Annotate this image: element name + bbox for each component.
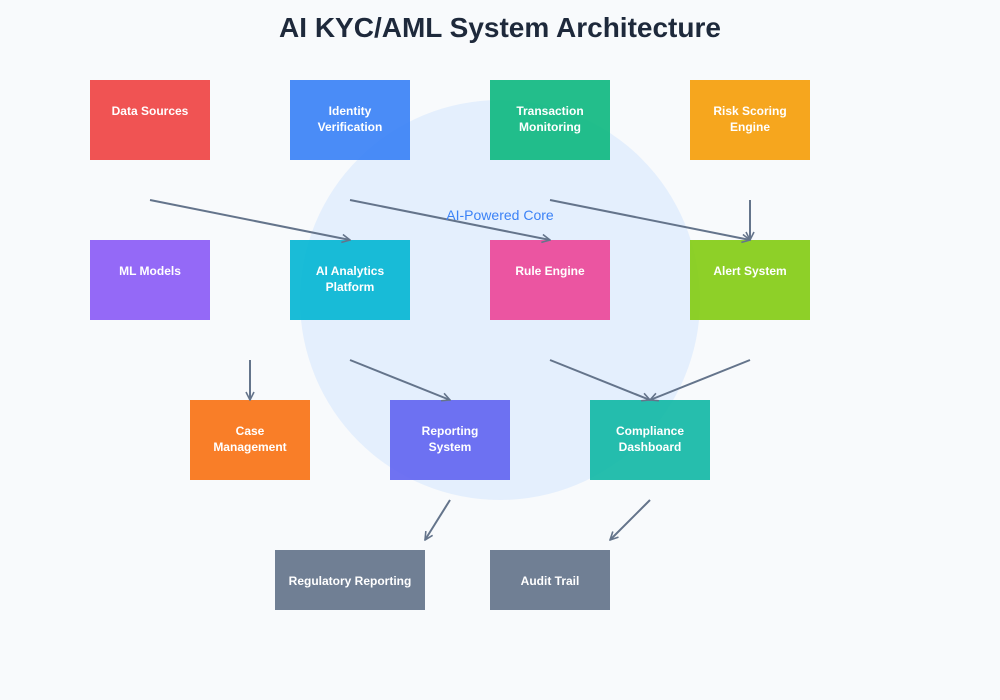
node-box[interactable] <box>90 240 210 320</box>
node-label: Engine <box>730 120 770 134</box>
node-label: Platform <box>326 280 375 294</box>
node-label: AI Analytics <box>316 264 385 278</box>
node-label: Identity <box>329 104 372 118</box>
node-alert-system[interactable]: Alert System <box>690 240 810 320</box>
node-label: System <box>429 440 472 454</box>
node-box[interactable] <box>190 400 310 480</box>
node-box[interactable] <box>490 550 610 610</box>
edges-layer <box>149 199 751 540</box>
node-label: Risk Scoring <box>713 104 786 118</box>
node-box[interactable] <box>90 80 210 160</box>
node-box[interactable] <box>690 80 810 160</box>
node-box[interactable] <box>290 80 410 160</box>
node-rule-engine[interactable]: Rule Engine <box>490 240 610 320</box>
node-box[interactable] <box>690 240 810 320</box>
node-label: Regulatory Reporting <box>289 574 412 588</box>
node-label: Case <box>236 424 265 438</box>
diagram-title: AI KYC/AML System Architecture <box>279 12 721 43</box>
node-label: ML Models <box>119 264 181 278</box>
node-label: Dashboard <box>619 440 682 454</box>
node-label: Reporting <box>422 424 479 438</box>
node-label: Transaction <box>516 104 583 118</box>
node-label: Audit Trail <box>521 574 580 588</box>
node-box[interactable] <box>490 80 610 160</box>
node-label: Monitoring <box>519 120 581 134</box>
node-box[interactable] <box>490 240 610 320</box>
ai-core-label: AI-Powered Core <box>446 207 554 223</box>
node-label: Alert System <box>713 264 786 278</box>
node-ml-models[interactable]: ML Models <box>90 240 210 320</box>
node-label: Compliance <box>616 424 684 438</box>
node-label: Data Sources <box>112 104 189 118</box>
node-regulatory-reporting[interactable]: Regulatory Reporting <box>275 550 425 610</box>
node-label: Management <box>213 440 286 454</box>
edge-rule-engine-to-compliance-dashboard <box>549 359 650 400</box>
node-label: Rule Engine <box>515 264 585 278</box>
node-data-sources[interactable]: Data Sources <box>90 80 210 160</box>
edge-transaction-monitoring-to-alert-system <box>549 199 750 240</box>
edge-ai-analytics-platform-to-reporting-system <box>349 359 450 400</box>
edge-data-sources-to-ai-analytics-platform <box>149 199 350 240</box>
node-box[interactable] <box>590 400 710 480</box>
edge-compliance-dashboard-to-audit-trail <box>610 499 651 540</box>
edge-alert-system-to-compliance-dashboard <box>650 359 751 400</box>
node-box[interactable] <box>390 400 510 480</box>
node-label: Verification <box>318 120 383 134</box>
edge-reporting-system-to-regulatory-reporting <box>425 499 451 540</box>
node-box[interactable] <box>275 550 425 610</box>
node-audit-trail[interactable]: Audit Trail <box>490 550 610 610</box>
node-box[interactable] <box>290 240 410 320</box>
edge-identity-verification-to-rule-engine <box>349 199 550 240</box>
